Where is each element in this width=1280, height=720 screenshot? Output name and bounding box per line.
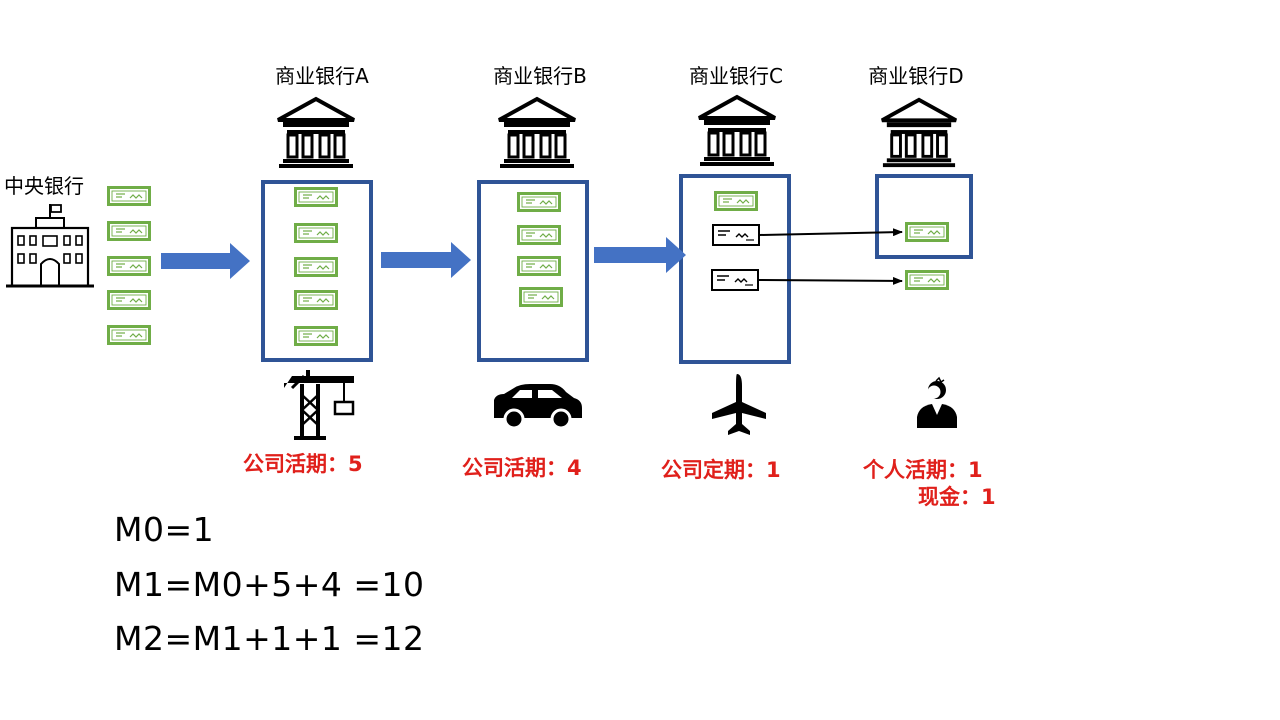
bank-b-icon xyxy=(497,97,577,168)
airplane-icon xyxy=(712,374,766,435)
bank-d-icon xyxy=(880,97,958,168)
bank-b-account: 公司活期：4 xyxy=(462,456,582,480)
bank-c-check-2 xyxy=(711,269,759,291)
formula-m2: M2=M1+1+1 =12 xyxy=(114,619,425,658)
bank-d-reserve-box xyxy=(875,174,973,259)
central-bank-label: 中央银行 xyxy=(4,174,84,198)
bank-a-notes xyxy=(294,187,338,346)
formula-m1: M1=M0+5+4 =10 xyxy=(114,565,425,604)
bank-a-reserve-box xyxy=(261,180,373,362)
cash-note xyxy=(904,270,950,290)
bank-a-icon xyxy=(276,97,356,168)
bank-c-account: 公司定期：1 xyxy=(661,458,781,482)
bank-c-note xyxy=(713,191,759,211)
tower-crane-icon xyxy=(284,370,355,440)
bank-a-name: 商业银行A xyxy=(275,64,369,88)
bank-d-deposit-note xyxy=(904,222,950,242)
central-bank-notes xyxy=(107,186,151,345)
bank-c-check-1 xyxy=(712,224,760,246)
bank-c-reserve-box xyxy=(679,174,791,364)
bank-b-notes xyxy=(516,192,564,307)
bank-a-account: 公司活期：5 xyxy=(243,452,363,476)
formula-m0: M0=1 xyxy=(114,510,215,549)
flow-arrow-a-to-b xyxy=(381,242,471,278)
bank-b-name: 商业银行B xyxy=(493,64,587,88)
bank-b-reserve-box xyxy=(477,180,589,362)
bank-c-name: 商业银行C xyxy=(689,64,783,88)
person-icon xyxy=(917,376,957,428)
bank-d-account-demand: 个人活期：1 xyxy=(863,458,983,482)
check-to-deposit-arrow xyxy=(759,228,903,237)
check-to-cash-arrow xyxy=(758,276,903,285)
bank-c-icon xyxy=(697,95,777,166)
flow-arrow-b-to-c xyxy=(594,237,686,273)
bank-d-account-cash: 现金：1 xyxy=(918,485,996,509)
flow-arrow-central-to-a xyxy=(161,243,250,279)
bank-d-name: 商业银行D xyxy=(868,64,964,88)
government-building-icon xyxy=(6,204,94,288)
car-icon xyxy=(494,384,582,430)
